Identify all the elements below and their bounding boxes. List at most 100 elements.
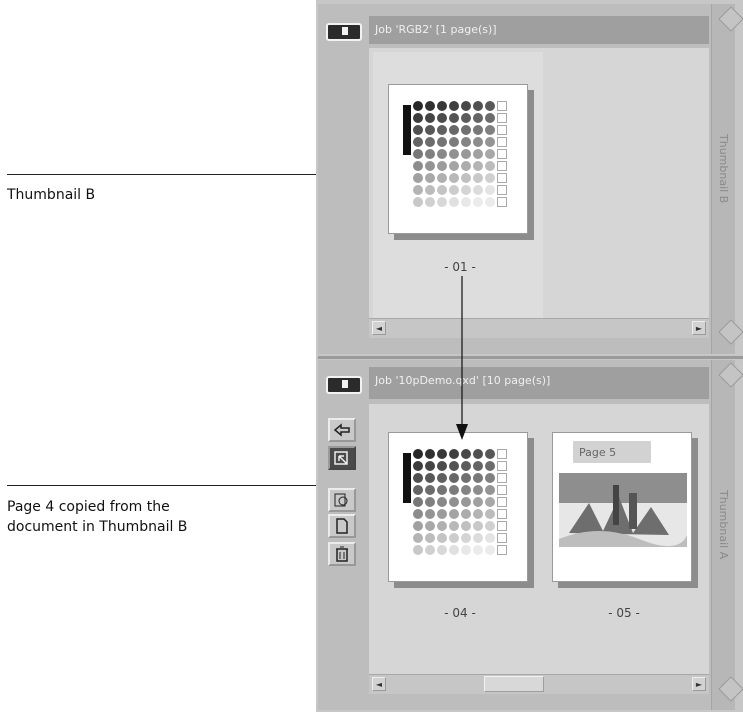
color-swatch bbox=[461, 545, 471, 555]
scroll-right-icon: ► bbox=[695, 679, 703, 689]
color-swatch bbox=[485, 473, 495, 483]
color-swatch bbox=[437, 137, 447, 147]
thumbnail-a-scroll-thumb[interactable] bbox=[484, 676, 544, 692]
color-swatch bbox=[473, 149, 483, 159]
color-swatch bbox=[485, 125, 495, 135]
color-swatch bbox=[461, 197, 471, 207]
color-swatch bbox=[461, 533, 471, 543]
thumbnail-a-page-04-label: - 04 - bbox=[444, 606, 476, 620]
color-swatch bbox=[461, 485, 471, 495]
callout-page-copied: Page 4 copied from the document in Thumb… bbox=[7, 497, 187, 537]
color-swatch bbox=[425, 137, 435, 147]
color-chart-image bbox=[403, 449, 515, 569]
color-swatch bbox=[449, 101, 459, 111]
color-swatch bbox=[497, 473, 507, 483]
color-swatch bbox=[425, 185, 435, 195]
color-swatch bbox=[413, 485, 423, 495]
page-5-photo bbox=[559, 473, 687, 547]
color-swatch bbox=[449, 185, 459, 195]
callout-page-copied-line2: document in Thumbnail B bbox=[7, 519, 188, 535]
leader-line-page-copied bbox=[7, 485, 402, 486]
color-swatch bbox=[425, 533, 435, 543]
move-page-button[interactable] bbox=[328, 446, 356, 470]
color-swatch bbox=[413, 161, 423, 171]
new-page-icon bbox=[336, 518, 348, 534]
color-swatch bbox=[413, 473, 423, 483]
color-swatch bbox=[413, 149, 423, 159]
color-swatch bbox=[437, 197, 447, 207]
color-swatch bbox=[473, 545, 483, 555]
color-swatch bbox=[473, 509, 483, 519]
thumbnail-b-title: Job 'RGB2' [1 page(s)] bbox=[369, 16, 709, 44]
collapse-thumbnail-b-button[interactable] bbox=[326, 23, 362, 41]
color-swatch bbox=[437, 125, 447, 135]
thumbnail-a-page-05[interactable]: Page 5 bbox=[552, 432, 692, 582]
color-swatch bbox=[437, 113, 447, 123]
color-swatch bbox=[461, 461, 471, 471]
new-page-button[interactable] bbox=[328, 514, 356, 538]
color-swatch bbox=[461, 509, 471, 519]
color-swatch bbox=[413, 113, 423, 123]
color-swatch bbox=[425, 485, 435, 495]
color-swatch bbox=[449, 161, 459, 171]
color-swatch bbox=[461, 161, 471, 171]
collapse-thumbnail-a-button[interactable] bbox=[326, 376, 362, 394]
color-swatch bbox=[497, 125, 507, 135]
color-swatch bbox=[485, 485, 495, 495]
color-swatch bbox=[485, 509, 495, 519]
delete-page-icon bbox=[336, 546, 348, 562]
copy-page-button[interactable] bbox=[328, 418, 356, 442]
color-swatch bbox=[437, 473, 447, 483]
color-swatch bbox=[449, 113, 459, 123]
thumbnail-b-page-01[interactable] bbox=[388, 84, 528, 234]
color-swatch bbox=[461, 173, 471, 183]
color-swatch bbox=[449, 509, 459, 519]
color-swatch bbox=[497, 461, 507, 471]
color-swatch bbox=[449, 545, 459, 555]
color-swatch bbox=[461, 473, 471, 483]
color-swatch bbox=[413, 137, 423, 147]
color-swatch bbox=[437, 149, 447, 159]
color-swatch bbox=[485, 533, 495, 543]
color-swatch bbox=[425, 125, 435, 135]
thumbnail-a-scroll-right-button[interactable]: ► bbox=[692, 677, 706, 691]
color-swatch bbox=[425, 113, 435, 123]
thumbnail-b-scroll-right-button[interactable]: ► bbox=[692, 321, 706, 335]
color-swatch bbox=[497, 137, 507, 147]
color-swatch bbox=[413, 521, 423, 531]
callout-thumbnail-b: Thumbnail B bbox=[7, 187, 96, 203]
color-swatch bbox=[413, 449, 423, 459]
color-swatch bbox=[449, 149, 459, 159]
color-swatch bbox=[473, 101, 483, 111]
color-swatch bbox=[461, 125, 471, 135]
color-swatch bbox=[485, 461, 495, 471]
thumbnail-a-tab[interactable]: Thumbnail A bbox=[711, 360, 735, 710]
zoom-page-button[interactable] bbox=[328, 488, 356, 512]
thumbnail-a-scroll-left-button[interactable]: ◄ bbox=[372, 677, 386, 691]
color-swatch bbox=[425, 449, 435, 459]
color-swatch bbox=[461, 185, 471, 195]
color-swatch bbox=[473, 533, 483, 543]
thumbnail-a-page-04[interactable] bbox=[388, 432, 528, 582]
thumbnail-a-page-05-label: - 05 - bbox=[608, 606, 640, 620]
color-swatch bbox=[425, 521, 435, 531]
color-swatch bbox=[497, 173, 507, 183]
color-swatch bbox=[413, 461, 423, 471]
scroll-left-icon: ◄ bbox=[375, 679, 383, 689]
delete-page-button[interactable] bbox=[328, 542, 356, 566]
color-swatch bbox=[497, 497, 507, 507]
color-swatch bbox=[413, 125, 423, 135]
color-swatch bbox=[461, 101, 471, 111]
color-swatch bbox=[497, 101, 507, 111]
color-swatch bbox=[413, 545, 423, 555]
thumbnail-b-scrollbar[interactable] bbox=[369, 318, 709, 338]
color-swatch bbox=[425, 197, 435, 207]
page-5-heading: Page 5 bbox=[579, 446, 617, 459]
color-swatch bbox=[461, 497, 471, 507]
thumbnail-b-scroll-left-button[interactable]: ◄ bbox=[372, 321, 386, 335]
color-swatch bbox=[485, 173, 495, 183]
color-swatch bbox=[473, 461, 483, 471]
color-swatch bbox=[473, 125, 483, 135]
color-swatch bbox=[473, 521, 483, 531]
thumbnail-b-tab[interactable]: Thumbnail B bbox=[711, 4, 735, 354]
